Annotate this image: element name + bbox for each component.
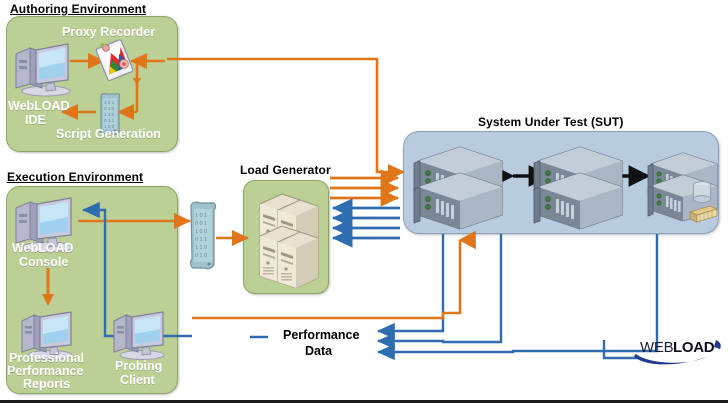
flow-sut-responses [331,198,400,248]
authoring-environment-header: Authoring Environment [10,2,147,16]
professional-reports-label-line2: Performance [7,364,84,378]
script-generation-label: Script Generation [56,127,161,141]
desktop-computer-icon [18,306,78,367]
webload-ide-label-line2: IDE [25,113,46,127]
tape-storage-icon [688,205,719,223]
flow-loadgen-requests [330,169,400,207]
svg-text:1 0 0: 1 0 0 [104,124,115,129]
svg-text:1 0 1: 1 0 1 [195,213,207,219]
server-stack-icon [252,188,324,293]
rack-server-icon [408,143,512,236]
proxy-recorder-label: Proxy Recorder [62,25,156,39]
svg-text:0 1 1: 0 1 1 [104,118,115,123]
svg-text:0 1 1: 0 1 1 [195,237,207,243]
probing-client-label-line2: Client [120,373,155,387]
professional-reports-label-line1: Professional [9,351,85,365]
flow-performance-data [377,234,659,361]
execution-environment-header: Execution Environment [7,170,144,184]
database-cylinder-icon [693,181,711,203]
script-scroll-icon: 1 0 1 0 0 1 1 0 0 0 1 1 1 1 0 0 1 0 [188,200,218,277]
svg-text:0 0 1: 0 0 1 [195,221,207,227]
svg-text:1 0 0: 1 0 0 [195,229,207,235]
svg-text:1 1 0: 1 1 0 [195,245,207,251]
professional-reports-label-line3: Reports [23,377,71,391]
svg-text:0 1 0: 0 1 0 [195,253,207,259]
svg-text:WEB: WEB [640,339,674,356]
flow-proxy-recorder-to-sut [167,57,406,181]
desktop-computer-icon [12,38,74,103]
probing-client-label-line1: Probing [115,359,163,373]
performance-data-label-line1: Performance [283,328,360,342]
svg-text:1 0 1: 1 0 1 [104,100,115,105]
desktop-computer-icon [110,306,170,367]
webload-logo: WEB LOAD [630,330,726,377]
webload-ide-label-line1: WebLOAD [8,99,70,113]
webload-console-label-line2: Console [19,255,69,269]
sut-header: System Under Test (SUT) [478,115,624,129]
svg-text:LOAD: LOAD [673,339,715,356]
rack-server-database-icon [643,150,723,237]
load-generator-header: Load Generator [240,163,331,177]
proxy-recorder-icon [94,38,136,87]
svg-text:1 1 0: 1 1 0 [104,112,115,117]
svg-text:0 1 0: 0 1 0 [104,106,115,111]
performance-data-label-line2: Data [305,344,333,358]
desktop-computer-icon [12,192,78,259]
rack-server-icon [528,143,632,236]
webload-console-label-line1: WebLOAD [12,241,74,255]
